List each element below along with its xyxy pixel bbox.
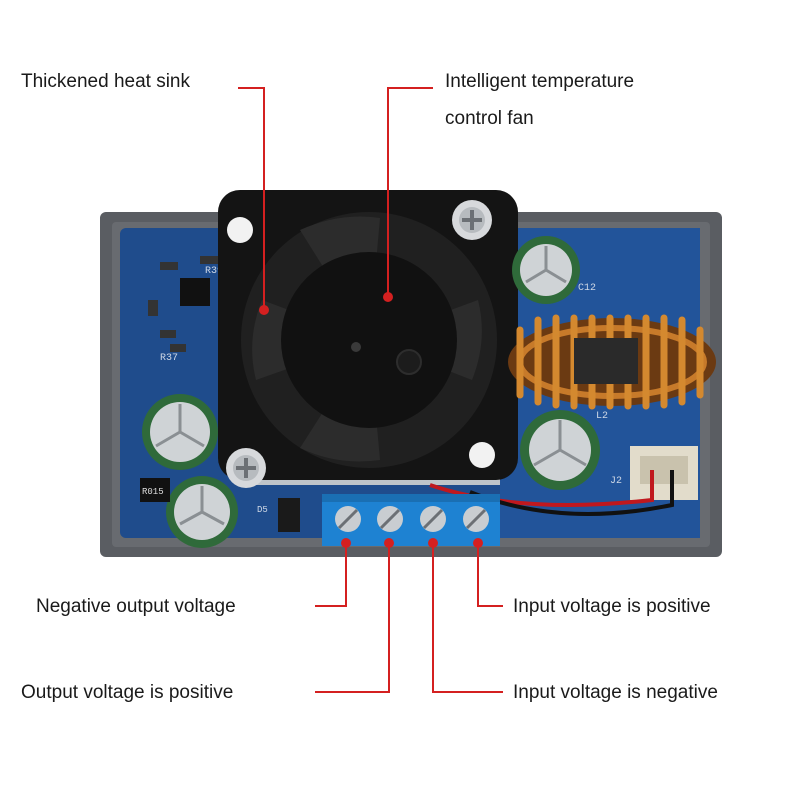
- jst-connector: [630, 446, 698, 500]
- capacitor-left-upper: [142, 394, 218, 470]
- negative-output-label: Negative output voltage: [36, 596, 236, 617]
- red-wire: [429, 470, 654, 507]
- leader-dot-neg-input: [428, 538, 438, 548]
- marking-d5: D5: [257, 505, 268, 515]
- leader-line-pos-output: [315, 543, 390, 693]
- cooling-fan: [218, 190, 518, 480]
- diode-d5: [278, 498, 300, 532]
- marking-c12: C12: [578, 283, 596, 294]
- marking-j2: J2: [610, 476, 622, 487]
- fan-label-line2: control fan: [445, 108, 534, 129]
- leader-dot-pos-output: [384, 538, 394, 548]
- leader-line-neg-input: [432, 543, 503, 693]
- negative-input-label: Input voltage is negative: [513, 682, 718, 703]
- leader-line-pos-input: [477, 543, 503, 607]
- terminal-screw-1: [335, 506, 361, 532]
- leader-line-fan: [387, 87, 433, 295]
- ic-chip: [180, 278, 210, 306]
- terminal-screw-2: [377, 506, 403, 532]
- fan-label-line1: Intelligent temperature: [445, 71, 635, 92]
- smd-resistor: [148, 300, 158, 316]
- positive-output-label: Output voltage is positive: [21, 682, 234, 703]
- heat-sink-label: Thickened heat sink: [21, 71, 190, 92]
- screw-top: [452, 200, 492, 240]
- marking-r015: R015: [142, 487, 164, 497]
- leader-dot-neg-output: [341, 538, 351, 548]
- positive-input-label: Input voltage is positive: [513, 596, 711, 617]
- leader-dot-fan: [383, 292, 393, 302]
- smd-resistor: [160, 262, 178, 270]
- smd-resistor: [170, 344, 186, 352]
- inductor-coil: [508, 314, 716, 410]
- leader-dot-pos-input: [473, 538, 483, 548]
- leader-line-neg-output: [315, 543, 347, 607]
- leader-dot-heat-sink: [259, 305, 269, 315]
- screw-bottom: [226, 448, 266, 488]
- smd-resistor: [160, 330, 176, 338]
- resistor-r015: [140, 478, 170, 502]
- terminal-screw-4: [463, 506, 489, 532]
- marking-l2: L2: [596, 411, 608, 422]
- capacitor-right-top: [512, 236, 580, 304]
- marking-r39: R39: [205, 266, 223, 277]
- capacitor-left-lower: [166, 476, 238, 548]
- capacitor-right-bottom: [520, 410, 600, 490]
- smd-resistor: [200, 256, 218, 264]
- marking-r37: R37: [160, 353, 178, 364]
- terminal-screw-3: [420, 506, 446, 532]
- leader-line-heat-sink: [238, 87, 265, 310]
